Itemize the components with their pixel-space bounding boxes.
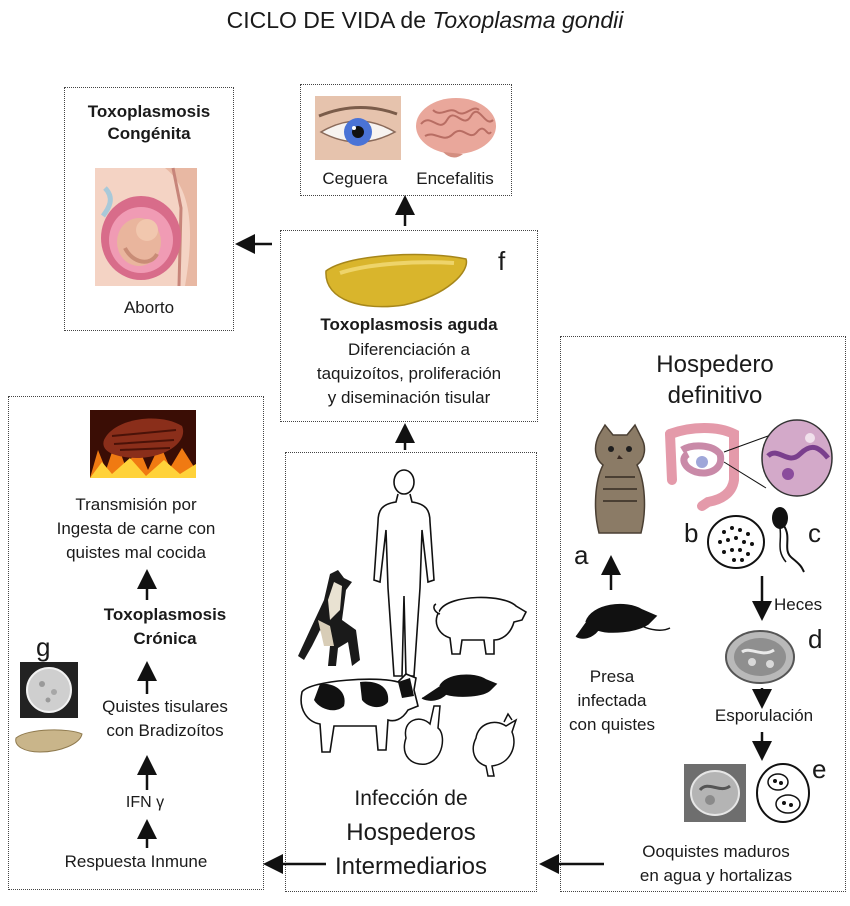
tachyzoite-illustration <box>325 253 468 308</box>
diagram-title: CICLO DE VIDA de Toxoplasma gondii <box>0 6 850 34</box>
rat-figure <box>421 674 498 701</box>
tissue-cyst-micrograph <box>20 662 78 718</box>
cat-illustration <box>594 423 646 534</box>
transmission-line1: Transmisión por <box>75 495 197 514</box>
hen-figure <box>472 712 518 777</box>
sporulation-label: Esporulación <box>714 706 814 725</box>
brain-icon <box>416 98 496 158</box>
definitive-box <box>560 336 846 892</box>
prey-line2: infectada <box>577 691 647 710</box>
feces-label: Heces <box>774 595 823 614</box>
intermediate-line1: Infección de <box>354 787 468 810</box>
definitive-title-line1: Hospedero <box>656 351 774 378</box>
prey-line1: Presa <box>589 667 635 686</box>
cat-intestine-illustration <box>665 423 739 511</box>
symptom-encephalitis: Encefalitis <box>416 169 494 188</box>
microgamete-icon <box>772 507 805 573</box>
eye-icon <box>315 96 401 160</box>
grilled-meat-illustration <box>90 410 196 478</box>
human-figure <box>373 469 435 677</box>
ifn-gamma-label: IFN γ <box>125 794 165 811</box>
congenital-caption: Aborto <box>123 298 175 317</box>
transmission-line2: Ingesta de carne con <box>56 519 216 538</box>
symptom-blindness: Ceguera <box>322 169 388 188</box>
label-b: b <box>684 518 699 548</box>
chronic-title-line2: Crónica <box>133 629 197 648</box>
bradyzoite-illustration <box>15 729 83 753</box>
prey-line3: con quistes <box>569 715 655 734</box>
intestinal-epithelium-micrograph <box>761 419 833 497</box>
title-main: CICLO DE VIDA de <box>226 7 433 33</box>
oocyst-sporulating-micrograph <box>725 630 795 684</box>
transmission-line3: quistes mal cocida <box>66 543 206 562</box>
pig-figure <box>433 596 528 655</box>
congenital-box <box>64 87 234 331</box>
cysts-line1: Quistes tisulares <box>102 697 228 716</box>
intermediate-box <box>285 452 537 892</box>
label-f: f <box>498 246 506 276</box>
oocysts-line1: Ooquistes maduros <box>642 842 790 861</box>
mature-oocyst-micrograph <box>684 764 746 822</box>
acute-line1: Diferenciación a <box>348 340 470 359</box>
label-c: c <box>808 518 821 548</box>
chronic-title-line1: Toxoplasmosis <box>103 605 227 624</box>
congenital-title-line2: Congénita <box>107 124 191 143</box>
intermediate-hosts-illustration <box>298 469 528 777</box>
intermediate-line3: Intermediarios <box>334 853 488 880</box>
intermediate-line2: Hospederos <box>346 819 476 846</box>
label-a: a <box>574 540 589 570</box>
acute-title: Toxoplasmosis aguda <box>320 315 498 334</box>
cow-figure <box>300 673 419 753</box>
label-e: e <box>812 754 827 784</box>
rabbit-figure <box>403 705 444 765</box>
dog-figure <box>298 570 360 666</box>
mature-oocyst-drawing <box>756 763 810 823</box>
definitive-title-line2: definitivo <box>667 382 763 409</box>
acute-box <box>280 230 538 422</box>
pregnant-uterus-illustration <box>95 167 197 287</box>
congenital-title-line1: Toxoplasmosis <box>87 102 211 121</box>
chronic-box <box>8 396 264 890</box>
immune-response-label: Respuesta Inmune <box>64 852 208 871</box>
title-species: Toxoplasma gondii <box>432 7 624 33</box>
rat-prey-illustration <box>575 603 671 639</box>
cysts-line2: con Bradizoítos <box>106 721 224 740</box>
label-g: g <box>36 632 51 662</box>
label-d: d <box>808 624 823 654</box>
acute-line3: y diseminación tisular <box>327 388 491 407</box>
oocysts-line2: en agua y hortalizas <box>639 866 793 885</box>
acute-line2: taquizoítos, proliferación <box>316 364 502 383</box>
oocyst-unsporulated-icon <box>707 515 765 569</box>
